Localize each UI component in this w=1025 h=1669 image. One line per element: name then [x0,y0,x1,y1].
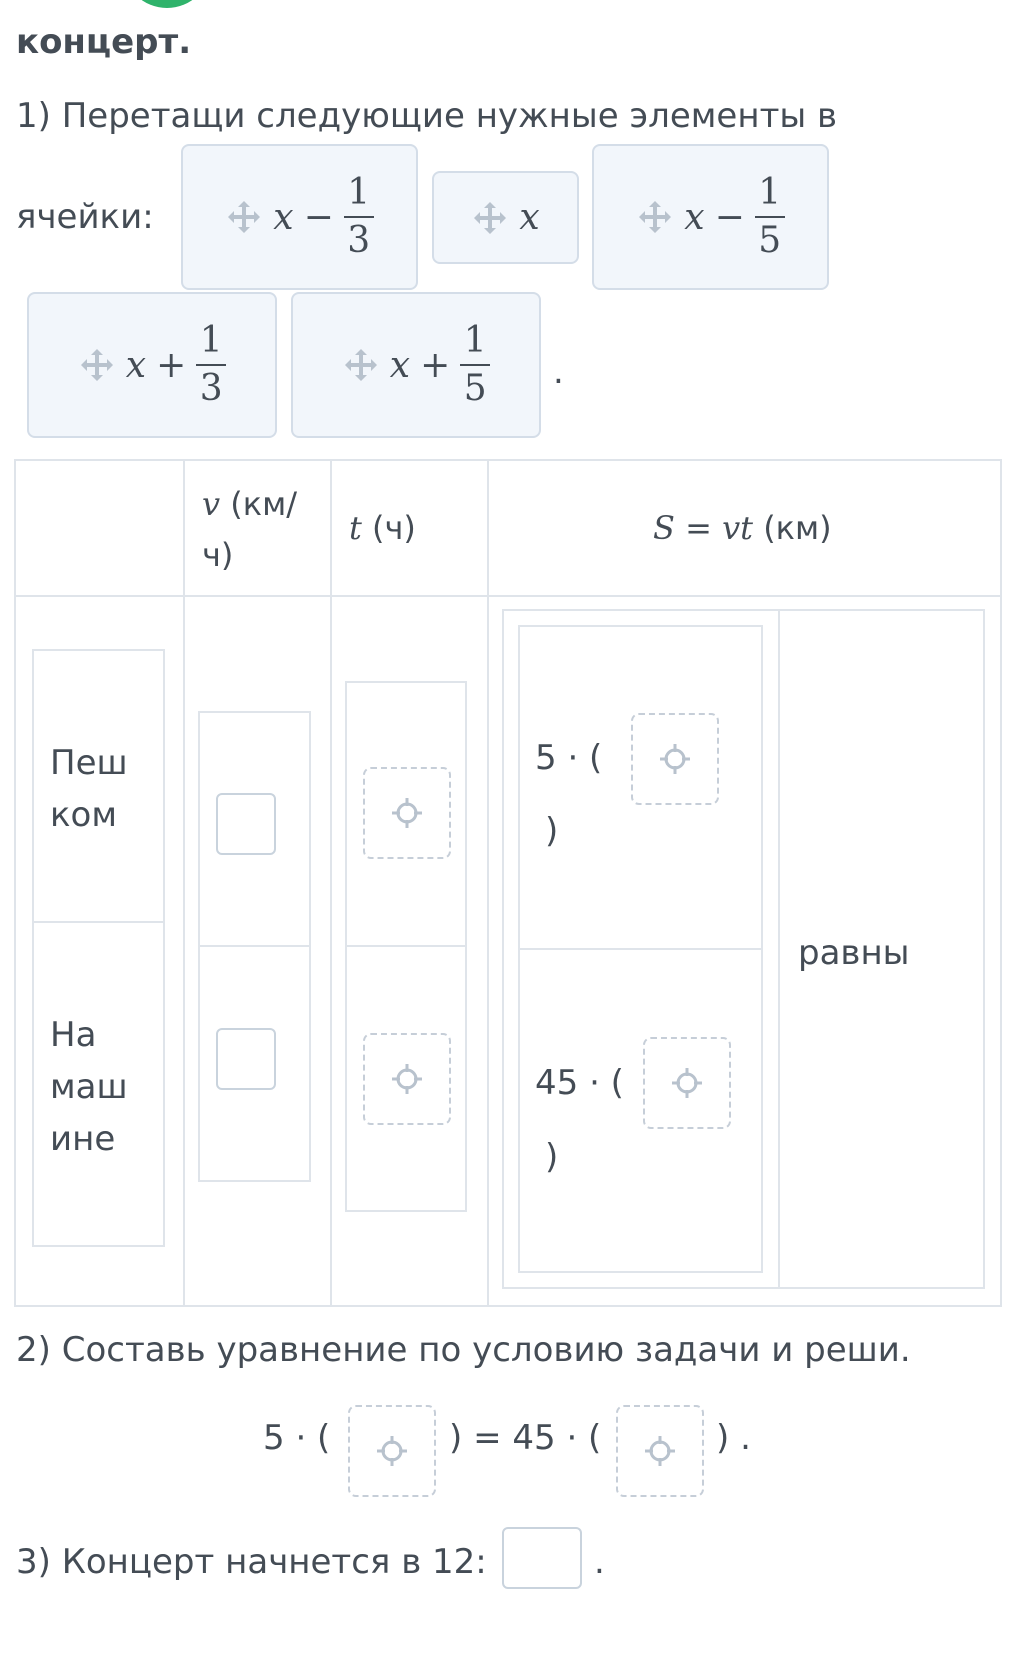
speed-input-car[interactable] [216,1028,276,1090]
fraction-denominator: 5 [758,220,782,261]
tile-var: x [389,344,411,386]
row-label-walking: Пеш ком [50,737,128,841]
fraction-denominator: 3 [199,368,223,409]
tile-x[interactable]: x [432,171,579,264]
move-arrows-icon [228,201,261,233]
fraction-numerator: 1 [347,172,371,214]
equation-middle: ) = 45 · ( [449,1418,602,1458]
tile-var: x [684,196,705,238]
distance-walking-close: ) [545,811,559,851]
crosshair-target-icon [658,742,692,776]
tile-x-minus-one-fifth[interactable]: x − 1 5 [592,144,829,290]
distance-formula: vt [722,509,754,547]
fraction-denominator: 3 [347,220,371,261]
header-distance: S = vt (км) [653,503,832,554]
distance-symbol: S [653,509,675,547]
task2-instruction: 2) Составь уравнение по условию задачи и… [16,1330,911,1370]
fraction-numerator: 1 [199,320,223,362]
tile-var: x [273,196,294,238]
move-arrows-icon [80,349,113,381]
distances-equal-label: равны [798,933,910,973]
concert-time-input[interactable] [502,1527,582,1589]
time-drop-car[interactable] [363,1033,451,1125]
page-heading: концерт. [16,22,192,62]
row-label-car-b: маш [50,1067,128,1107]
move-arrows-icon [474,201,507,234]
equation-left-prefix: 5 · ( [263,1418,331,1458]
tile-x-minus-one-third[interactable]: x − 1 3 [181,144,418,290]
move-arrows-icon [344,349,377,381]
row-label-car-c: ине [50,1119,116,1159]
status-circle [123,0,211,8]
task1-instruction: 1) Перетащи следующие нужные элементы в [16,96,838,136]
distance-car-prefix: 45 · ( [535,1063,624,1103]
tile-op: + [420,344,451,386]
tile-fraction: 1 3 [196,320,227,409]
speed-input-walking[interactable] [216,793,276,855]
fraction-denominator: 5 [463,368,487,409]
crosshair-target-icon [643,1434,677,1468]
move-arrows-icon [639,201,672,233]
tile-fraction: 1 3 [343,172,374,261]
row-label-car-a: На [50,1015,97,1055]
tile-op: − [303,196,334,238]
tile-fraction: 1 5 [754,172,785,261]
crosshair-target-icon [390,1062,424,1096]
crosshair-target-icon [670,1066,704,1100]
row-label-walking-b: ком [50,795,117,835]
equation-drop-left[interactable] [348,1405,436,1497]
crosshair-target-icon [390,796,424,830]
time-drop-walking[interactable] [363,767,451,859]
distance-equals: = [674,509,723,547]
task3-instruction: 3) Концерт начнется в 12: [16,1542,487,1582]
equation-right-suffix: ) . [716,1418,751,1458]
fraction-numerator: 1 [463,320,487,362]
row-labels-box [32,649,165,1247]
speed-unit: (км/ [220,485,297,523]
distance-drop-car[interactable] [643,1037,731,1129]
distance-unit: (км) [753,509,832,547]
distance-drop-walking[interactable] [631,713,719,805]
distance-car-close: ) [545,1137,559,1177]
time-symbol: t [349,509,362,547]
task1-instruction-cont: ячейки: [16,197,154,237]
tile-var: x [519,197,540,238]
tile-op: + [156,344,187,386]
time-unit: (ч) [361,509,416,547]
tile-x-plus-one-fifth[interactable]: x + 1 5 [291,292,541,438]
tile-fraction: 1 5 [460,320,491,409]
equation-drop-right[interactable] [616,1405,704,1497]
row-label-walking-a: Пеш [50,743,128,783]
task3-period: . [594,1542,605,1582]
tile-var: x [125,344,147,386]
distance-cells-box [502,609,985,1289]
speed-unit-cont: ч) [202,536,234,575]
header-speed: v (км/ ч) [202,479,297,581]
speed-symbol: v [202,485,221,523]
motion-table: v (км/ ч) t (ч) S = vt (км) Пеш ком На м… [14,459,1002,1307]
task1-period: . [553,352,564,392]
tile-op: − [714,196,745,238]
row-label-car: На маш ине [50,1009,128,1165]
tile-x-plus-one-third[interactable]: x + 1 3 [27,292,277,438]
header-time: t (ч) [349,503,416,554]
fraction-numerator: 1 [758,172,782,214]
distance-walking-prefix: 5 · ( [535,738,603,778]
crosshair-target-icon [375,1434,409,1468]
